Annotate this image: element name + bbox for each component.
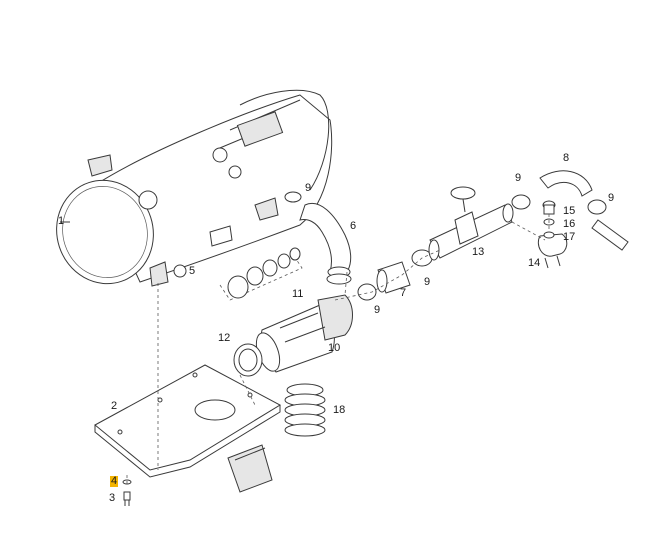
- part-1-tank: [56, 89, 333, 287]
- callout-9d: 9: [424, 276, 431, 288]
- callout-18: 18: [333, 404, 346, 416]
- part-12-clamp: [233, 343, 263, 377]
- callout-8: 8: [563, 152, 570, 164]
- leader-lines: [60, 214, 550, 485]
- part-11-discs: [219, 247, 303, 301]
- callout-16: 16: [563, 218, 576, 230]
- callout-2: 2: [111, 400, 118, 412]
- part-9-rings: [284, 191, 607, 301]
- callout-11: 11: [292, 288, 304, 300]
- callout-5: 5: [189, 265, 196, 277]
- callout-10: 10: [328, 342, 341, 354]
- part-13-valve: [428, 186, 514, 261]
- callout-9e: 9: [374, 304, 381, 316]
- part-8-pipe: [539, 170, 629, 251]
- callout-9b: 9: [515, 172, 522, 184]
- callout-6: 6: [350, 220, 357, 232]
- callout-15: 15: [563, 205, 576, 217]
- part-10-pump: [255, 294, 353, 373]
- callout-13: 13: [472, 246, 485, 258]
- callout-3: 3: [109, 492, 116, 504]
- part-7-sleeve: [376, 261, 411, 294]
- callout-7: 7: [400, 287, 407, 299]
- part-18-bellows: [284, 383, 326, 437]
- part-5-cap: [173, 264, 187, 278]
- callout-17: 17: [563, 231, 576, 243]
- parts-15-16-17-small: [542, 200, 556, 239]
- part-6-hose: [299, 202, 352, 278]
- part-14-bracket: [537, 233, 568, 269]
- callout-9c: 9: [608, 192, 615, 204]
- callout-9a: 9: [305, 182, 312, 194]
- callout-1: 1: [58, 215, 65, 227]
- callout-14: 14: [528, 257, 541, 269]
- callout-4[interactable]: 4: [110, 475, 119, 487]
- part-2-base-plate: [94, 364, 282, 493]
- callout-12: 12: [218, 332, 231, 344]
